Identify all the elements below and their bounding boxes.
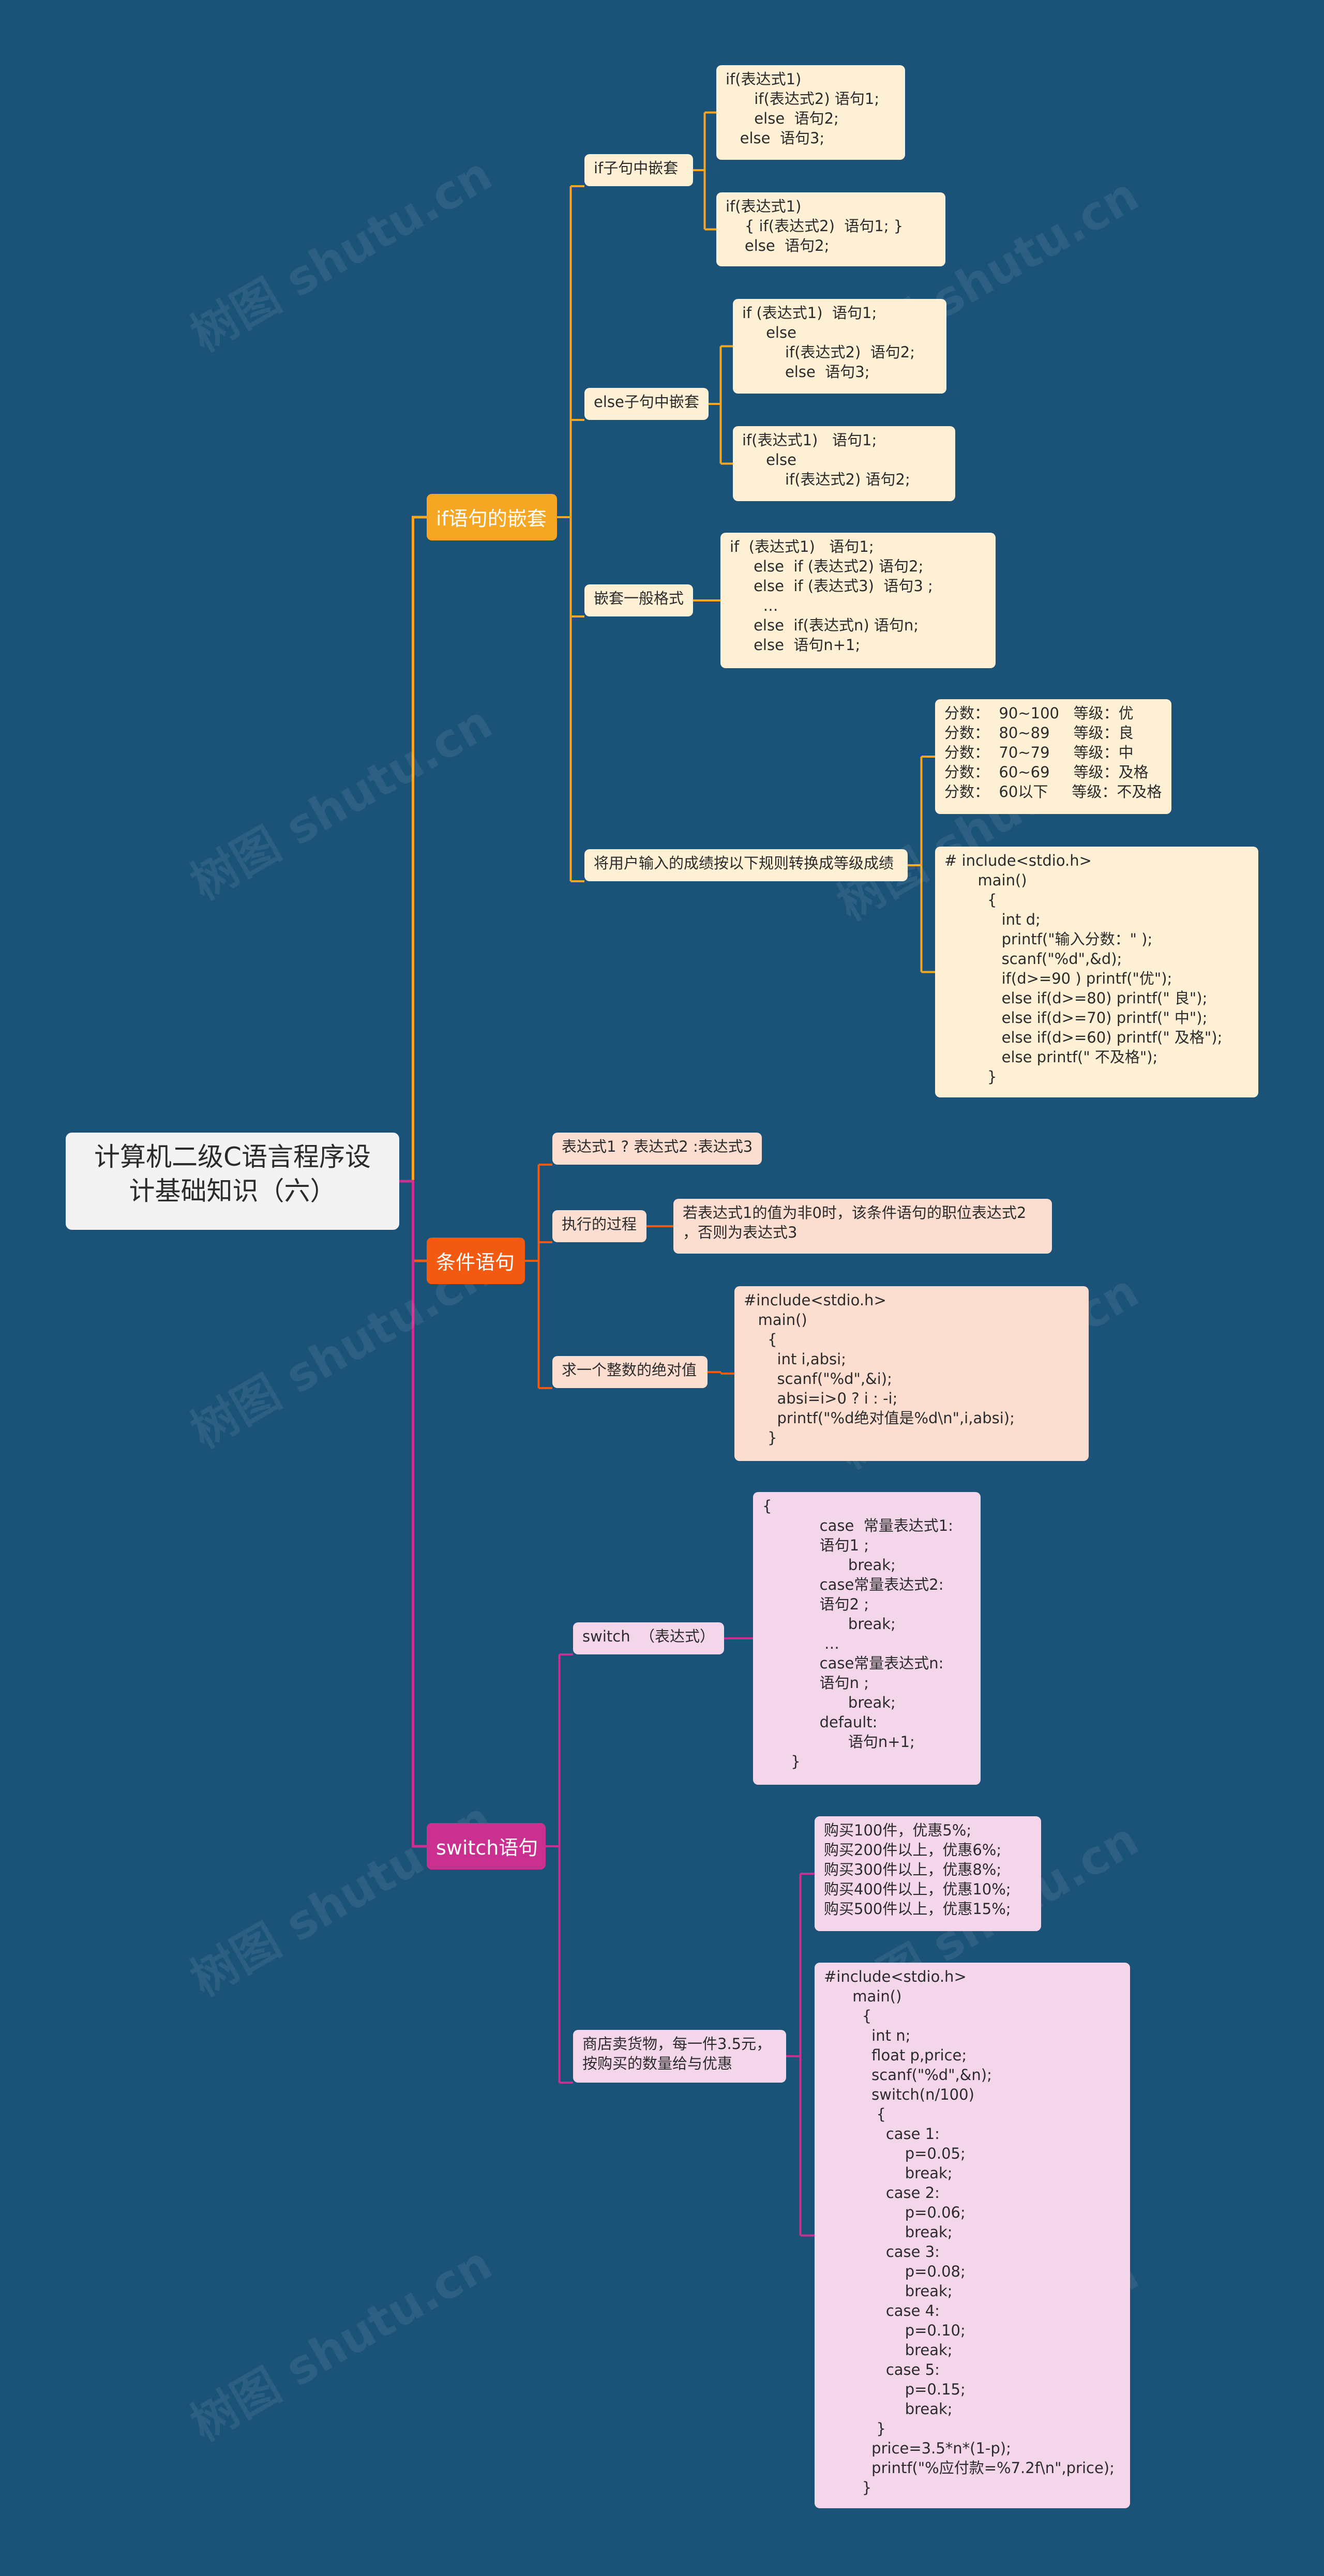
root-topic[interactable]: 计算机二级C语言程序设计基础知识（六） [66, 1133, 399, 1230]
note-execution-process: 若表达式1的值为非0时，该条件语句的职位表达式2 ，否则为表达式3 [673, 1199, 1052, 1254]
connector-line [399, 1180, 427, 1848]
topic-else-clause-nesting[interactable]: else子句中嵌套 [584, 388, 709, 420]
branch-conditional-statement[interactable]: 条件语句 [427, 1238, 525, 1284]
note-else-nested-code-2: if(表达式1) 语句1; else if(表达式2) 语句2; [733, 426, 955, 501]
topic-if-clause-nesting[interactable]: if子句中嵌套 [584, 154, 693, 186]
topic-grade-conversion[interactable]: 将用户输入的成绩按以下规则转换成等级成绩 [584, 849, 908, 881]
note-grade-code: # include<stdio.h> main() { int d; print… [935, 847, 1258, 1097]
note-nesting-general-code: if (表达式1) 语句1; else if (表达式2) 语句2; else … [720, 533, 996, 668]
branch-switch-statement[interactable]: switch语句 [427, 1823, 546, 1870]
branch-if-nesting[interactable]: if语句的嵌套 [427, 494, 557, 540]
topic-ternary-expression[interactable]: 表达式1 ? 表达式2 :表达式3 [552, 1133, 762, 1165]
topic-absolute-value[interactable]: 求一个整数的绝对值 [552, 1356, 708, 1388]
topic-execution-process[interactable]: 执行的过程 [552, 1210, 646, 1242]
note-absolute-value-code: #include<stdio.h> main() { int i,absi; s… [734, 1286, 1089, 1461]
note-if-nested-code-2: if(表达式1) { if(表达式2) 语句1; } else 语句2; [716, 192, 945, 266]
note-else-nested-code-1: if (表达式1) 语句1; else if(表达式2) 语句2; else 语… [733, 299, 946, 394]
topic-nesting-general-format[interactable]: 嵌套一般格式 [584, 584, 693, 616]
topic-shop-discount[interactable]: 商店卖货物，每一件3.5元， 按购买的数量给与优惠 [573, 2030, 786, 2083]
connector-line [399, 516, 427, 1183]
note-discount-code: #include<stdio.h> main() { int n; float … [815, 1963, 1130, 2508]
note-if-nested-code-1: if(表达式1) if(表达式2) 语句1; else 语句2; else 语句… [716, 65, 905, 160]
note-discount-rules: 购买100件，优惠5%; 购买200件以上，优惠6%; 购买300件以上，优惠8… [815, 1816, 1041, 1931]
note-grade-rules: 分数： 90~100 等级：优 分数： 80~89 等级：良 分数： 70~79… [935, 699, 1171, 814]
topic-switch-syntax[interactable]: switch （表达式） [573, 1622, 724, 1654]
note-switch-syntax-code: { case 常量表达式1: 语句1 ; break; case常量表达式2: … [753, 1492, 981, 1785]
